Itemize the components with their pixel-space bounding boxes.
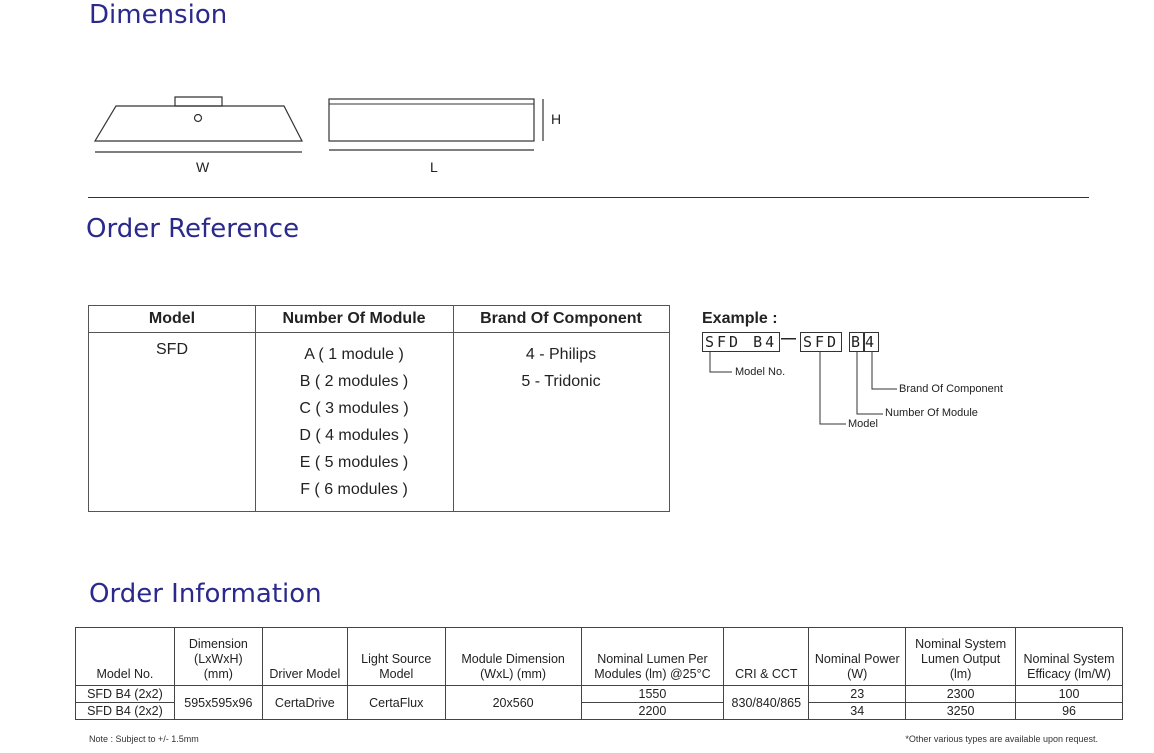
model-no-cell: SFD B4 (2x2) <box>75 702 175 720</box>
system-lumen-cell: 2300 <box>905 685 1017 703</box>
column-header-number-of-module: Number Of Module <box>282 310 426 327</box>
order-information-title: Order Information <box>89 579 322 609</box>
table-row: SFD B4 (2x2) 2200 34 3250 96 <box>75 702 1123 720</box>
order-reference-table: Model Number Of Module Brand Of Componen… <box>88 305 670 512</box>
width-label: W <box>196 159 210 175</box>
dimension-drawing <box>93 96 544 153</box>
module-option: B ( 2 modules ) <box>299 373 409 390</box>
column-divider <box>255 306 256 511</box>
system-lumen-cell: 3250 <box>905 702 1017 720</box>
column-header: Nominal Power (W) <box>808 627 907 686</box>
column-header: CRI & CCT <box>723 627 810 686</box>
brand-option: 5 - Tridonic <box>521 373 601 390</box>
efficacy-cell: 96 <box>1015 702 1123 720</box>
dimension-title: Dimension <box>89 0 228 30</box>
table-row: SFD B4 (2x2) 595x595x96 CertaDrive Certa… <box>75 685 1123 720</box>
column-header: Module Dimension (WxL) (mm) <box>444 627 582 686</box>
module-option: E ( 5 modules ) <box>299 454 409 471</box>
example-label-number-of-module: Number Of Module <box>885 407 978 419</box>
order-reference-title: Order Reference <box>86 214 300 244</box>
column-header: Dimension (LxWxH) (mm) <box>173 627 263 686</box>
example-title: Example : <box>702 310 778 327</box>
module-option: D ( 4 modules ) <box>299 427 409 444</box>
column-header: Driver Model <box>261 627 348 686</box>
example-label-model: Model <box>848 418 878 430</box>
table-header-row: Model No. Dimension (LxWxH) (mm) Driver … <box>75 627 1123 686</box>
dimension-cell: 595x595x96 <box>173 685 263 720</box>
cri-cct-cell: 830/840/865 <box>723 685 810 720</box>
section-divider <box>88 197 1089 198</box>
module-option: A ( 1 module ) <box>304 346 404 363</box>
brand-option: 4 - Philips <box>525 346 597 363</box>
efficacy-cell: 100 <box>1015 685 1123 703</box>
length-label: L <box>430 159 438 175</box>
power-cell: 34 <box>808 702 907 720</box>
lumen-per-module-cell: 2200 <box>580 702 725 720</box>
example-code-model: SFD <box>800 332 843 352</box>
example-code-model-no: SFD B4 <box>702 332 781 352</box>
order-reference-header: Model Number Of Module Brand Of Componen… <box>89 306 669 333</box>
example-code-brand: 4 <box>863 332 880 352</box>
model-no-cell: SFD B4 (2x2) <box>75 685 175 703</box>
example-label-brand: Brand Of Component <box>899 383 1003 395</box>
lumen-per-module-cell: 1550 <box>580 685 725 703</box>
module-list: A ( 1 module ) B ( 2 modules ) C ( 3 mod… <box>255 341 453 503</box>
module-dimension-cell: 20x560 <box>444 685 582 720</box>
brand-list: 4 - Philips 5 - Tridonic <box>453 341 669 395</box>
note-tolerance: Note : Subject to +/- 1.5mm <box>89 734 199 744</box>
module-option: F ( 6 modules ) <box>300 481 408 498</box>
driver-cell: CertaDrive <box>261 685 348 720</box>
example-code-module: B <box>849 332 866 352</box>
example-label-model-no: Model No. <box>735 366 786 378</box>
column-header: Light Source Model <box>346 627 446 686</box>
note-other-types: *Other various types are available upon … <box>905 734 1098 744</box>
light-source-cell: CertaFlux <box>346 685 446 720</box>
column-header-brand: Brand Of Component <box>480 310 642 327</box>
column-divider <box>453 306 454 511</box>
order-information-table: Model No. Dimension (LxWxH) (mm) Driver … <box>75 627 1123 720</box>
model-value: SFD <box>156 341 188 358</box>
column-header: Nominal Lumen Per Modules (lm) @25°C <box>580 627 725 686</box>
column-header: Nominal System Efficacy (lm/W) <box>1015 627 1123 686</box>
example-leader-lines <box>709 352 897 425</box>
example-dash: — <box>781 330 796 347</box>
module-option: C ( 3 modules ) <box>299 400 409 417</box>
column-header-model: Model <box>148 310 196 327</box>
power-cell: 23 <box>808 685 907 703</box>
column-header: Nominal System Lumen Output (lm) <box>905 627 1017 686</box>
height-label: H <box>551 111 562 127</box>
column-header: Model No. <box>75 627 175 686</box>
